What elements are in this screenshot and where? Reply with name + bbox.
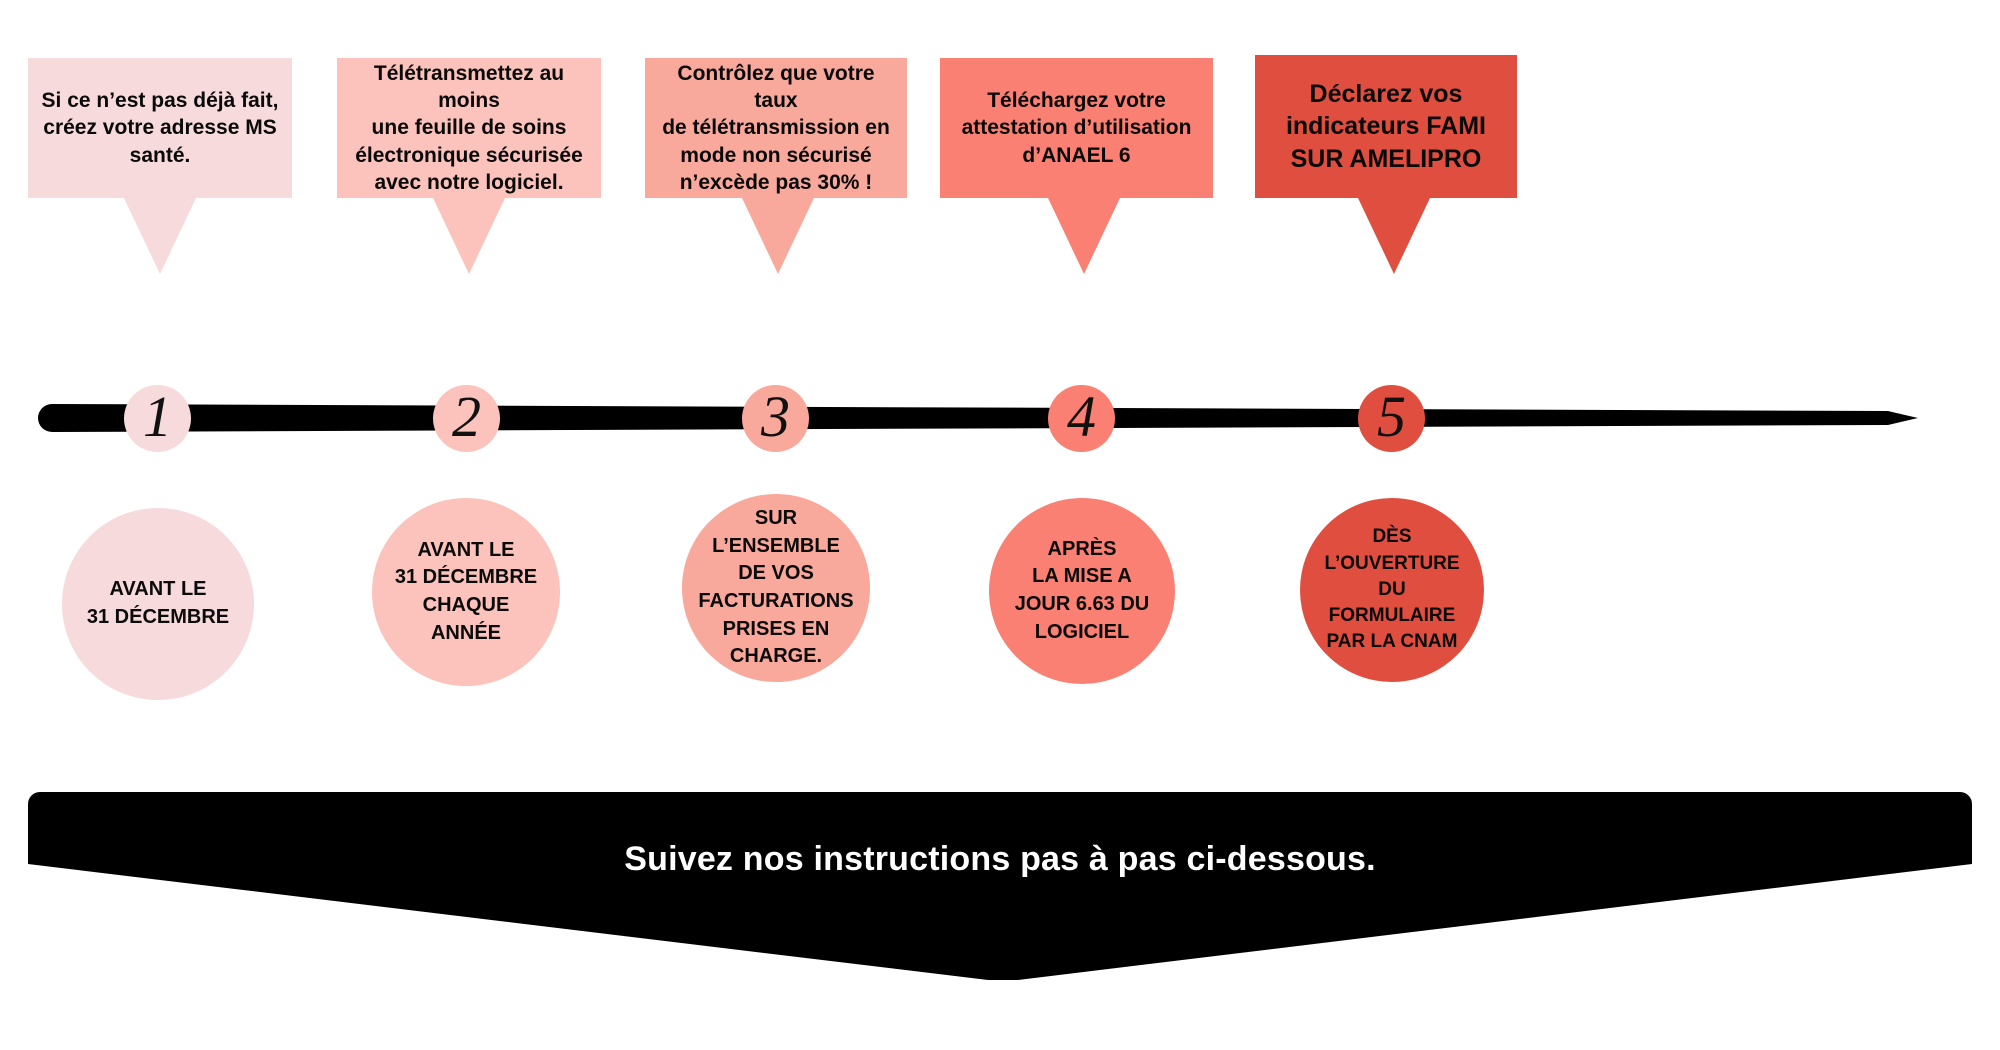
step-detail-circle-1: AVANT LE 31 DÉCEMBRE xyxy=(62,508,254,700)
step-detail-circle-5: DÈS L’OUVERTURE DU FORMULAIRE PAR LA CNA… xyxy=(1300,498,1484,682)
step-detail-circle-2: AVANT LE 31 DÉCEMBRE CHAQUE ANNÉE xyxy=(372,498,560,686)
timeline-node-1[interactable]: 1 xyxy=(124,385,191,452)
step-bubble-tail-5 xyxy=(1358,198,1430,274)
step-bubble-1: Si ce n’est pas déjà fait, créez votre a… xyxy=(28,58,292,198)
step-bubble-text-4: Téléchargez votre attestation d’utilisat… xyxy=(961,89,1192,167)
step-bubble-tail-4 xyxy=(1048,198,1120,274)
instruction-banner-shape xyxy=(28,792,1972,980)
timeline-node-4[interactable]: 4 xyxy=(1048,385,1115,452)
step-detail-text-2: AVANT LE 31 DÉCEMBRE CHAQUE ANNÉE xyxy=(394,538,538,644)
timeline-node-2[interactable]: 2 xyxy=(433,385,500,452)
timeline-node-label-5: 5 xyxy=(1377,383,1406,449)
step-detail-text-3: SUR L’ENSEMBLE DE VOS FACTURATIONS PRISE… xyxy=(698,507,854,668)
timeline-node-label-4: 4 xyxy=(1067,383,1096,449)
timeline-node-5[interactable]: 5 xyxy=(1358,385,1425,452)
step-bubble-tail-2 xyxy=(433,198,505,274)
step-detail-text-5: DÈS L’OUVERTURE DU FORMULAIRE PAR LA CNA… xyxy=(1324,526,1460,653)
step-bubble-3: Contrôlez que votre taux de télétransmis… xyxy=(645,58,907,198)
step-bubble-2: Télétransmettez au moins une feuille de … xyxy=(337,58,601,198)
step-bubble-text-1: Si ce n’est pas déjà fait, créez votre a… xyxy=(41,89,279,167)
step-detail-text-4: APRÈS LA MISE A JOUR 6.63 DU LOGICIEL xyxy=(1014,537,1150,643)
step-bubble-text-2: Télétransmettez au moins une feuille de … xyxy=(355,61,583,194)
step-bubble-text-5: Déclarez vos indicateurs FAMI SUR AMELIP… xyxy=(1285,79,1487,173)
timeline-node-label-1: 1 xyxy=(143,383,172,449)
step-bubble-tail-1 xyxy=(124,198,196,274)
timeline-node-label-3: 3 xyxy=(761,383,790,449)
step-bubble-4: Téléchargez votre attestation d’utilisat… xyxy=(940,58,1213,198)
timeline-node-label-2: 2 xyxy=(452,383,481,449)
step-bubble-5: Déclarez vos indicateurs FAMI SUR AMELIP… xyxy=(1255,55,1517,198)
step-bubble-text-3: Contrôlez que votre taux de télétransmis… xyxy=(662,61,890,194)
timeline-node-3[interactable]: 3 xyxy=(742,385,809,452)
step-bubble-tail-3 xyxy=(742,198,814,274)
step-detail-text-1: AVANT LE 31 DÉCEMBRE xyxy=(86,578,230,628)
step-detail-circle-4: APRÈS LA MISE A JOUR 6.63 DU LOGICIEL xyxy=(989,498,1175,684)
step-detail-circle-3: SUR L’ENSEMBLE DE VOS FACTURATIONS PRISE… xyxy=(682,494,870,682)
timeline-axis xyxy=(38,404,1918,432)
